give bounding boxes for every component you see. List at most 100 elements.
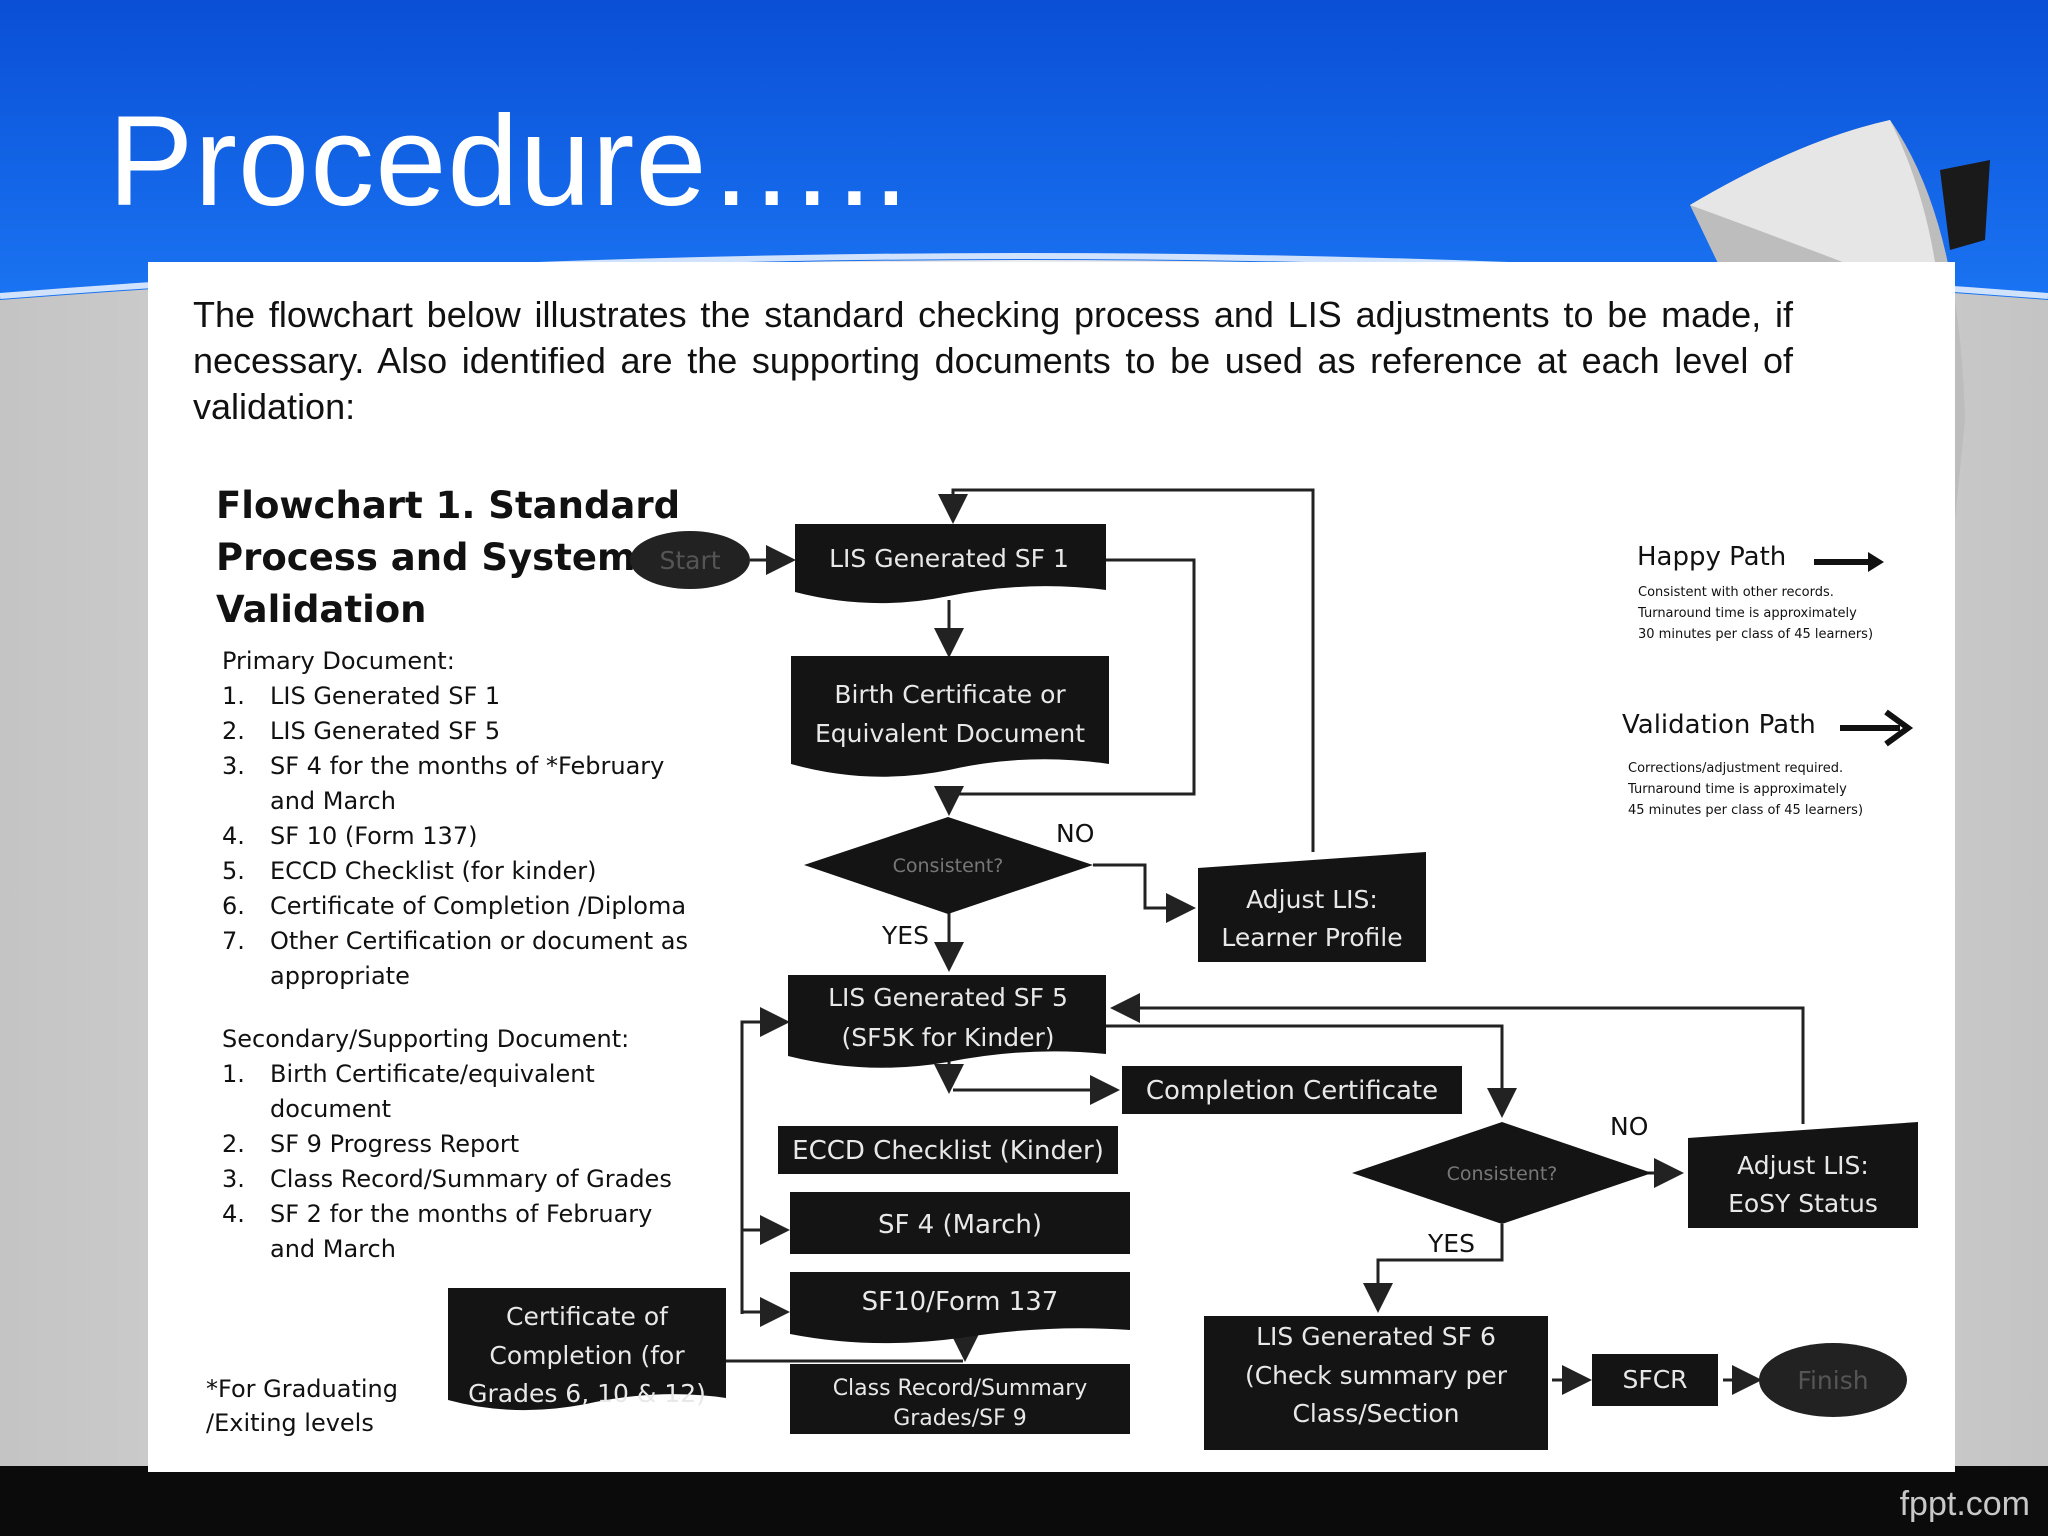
list-text: LIS Generated SF 1 (270, 682, 501, 710)
certificate-of-completion-label: Certificate of (506, 1302, 669, 1331)
legend-note-line: Turnaround time is approximately (1628, 782, 1847, 797)
finish-terminal (1759, 1343, 1907, 1417)
adjust-eosy-status-label: Adjust LIS: (1737, 1151, 1869, 1180)
slide-title: Procedure….. (108, 90, 910, 233)
certificate-of-completion-label: Completion (for (489, 1341, 685, 1370)
list-text: SF 10 (Form 137) (270, 822, 478, 850)
yes-label-2: YES (1427, 1229, 1475, 1258)
list-text: SF 4 for the months of *February and Mar… (270, 752, 665, 815)
list-number: 1. (222, 682, 245, 710)
list-text: SF 2 for the months of February and Marc… (270, 1200, 653, 1263)
birth-certificate-label: Equivalent Document (815, 719, 1085, 748)
list-item: 3. Class Record/Summary of Grades (222, 1162, 702, 1197)
sf5-node (788, 975, 1106, 1068)
list-item: 4. SF 2 for the months of February and Ma… (222, 1197, 690, 1267)
list-number: 4. (222, 822, 245, 850)
sf5-label: (SF5K for Kinder) (841, 1023, 1054, 1052)
sf10-form137-label: SF10/Form 137 (862, 1287, 1059, 1317)
list-item: 2. SF 9 Progress Report (222, 1127, 702, 1162)
flowchart-title: Flowchart 1. Standard Process and System… (216, 480, 680, 636)
legend-note-line: 30 minutes per class of 45 learners) (1638, 627, 1874, 642)
sf10-form137-node (790, 1272, 1130, 1344)
happy-path-label: Happy Path (1637, 542, 1787, 572)
footnote-line: /Exiting levels (206, 1409, 374, 1437)
list-item: 4. SF 10 (Form 137) (222, 819, 722, 854)
eccd-checklist-label: ECCD Checklist (Kinder) (792, 1136, 1104, 1166)
birth-certificate-node (791, 656, 1109, 777)
legend-note-line: Consistent with other records. (1638, 585, 1834, 600)
consistent-decision-1 (804, 817, 1093, 914)
flowchart-title-line: Validation (216, 588, 427, 631)
footer-brand: fppt.com (1899, 1485, 2030, 1523)
list-number: 7. (222, 927, 245, 955)
list-number: 5. (222, 857, 245, 885)
list-number: 4. (222, 1200, 245, 1228)
graduating-footnote: *For Graduating /Exiting levels (206, 1372, 398, 1440)
legend-note-line: Turnaround time is approximately (1638, 606, 1857, 621)
secondary-document-heading: Secondary/Supporting Document: (222, 1025, 630, 1053)
list-item: 2. LIS Generated SF 5 (222, 714, 722, 749)
sf5-label: LIS Generated SF 5 (828, 983, 1068, 1012)
validation-path-arrowhead-icon (1884, 709, 1914, 747)
sf1-to-consistent-arrow (934, 558, 1196, 816)
yes2-to-sf6-arrow (1363, 1224, 1504, 1313)
list-number: 3. (222, 1165, 245, 1193)
flowchart-title-line: Flowchart 1. Standard (216, 484, 681, 527)
list-item: 5. ECCD Checklist (for kinder) (222, 854, 722, 889)
primary-document-list: Primary Document: 1.LIS Generated SF 1 2… (222, 644, 722, 994)
list-item: 3. SF 4 for the months of *February and M… (222, 749, 680, 819)
sf1-node (795, 524, 1106, 604)
no-label-2: NO (1610, 1112, 1648, 1141)
sf6-node (1204, 1316, 1548, 1450)
list-text: Class Record/Summary of Grades (270, 1165, 672, 1193)
sf1-label: LIS Generated SF 1 (829, 544, 1069, 573)
sfcr-node (1592, 1354, 1718, 1406)
class-record-node (790, 1364, 1130, 1434)
consistent-decision-2-label: Consistent? (1447, 1163, 1558, 1185)
no-label-1: NO (1056, 819, 1094, 848)
finish-label: Finish (1797, 1366, 1868, 1395)
list-text: LIS Generated SF 5 (270, 717, 501, 745)
class-record-label: Class Record/Summary (833, 1376, 1088, 1401)
list-text: SF 9 Progress Report (270, 1130, 520, 1158)
validation-path-note: Corrections/adjustment required. Turnaro… (1628, 758, 1863, 821)
footnote-line: *For Graduating (206, 1375, 398, 1403)
list-number: 3. (222, 752, 245, 780)
intro-paragraph: The flowchart below illustrates the stan… (193, 294, 1793, 427)
birth-certificate-label: Birth Certificate or (834, 680, 1066, 709)
legend-note-line: 45 minutes per class of 45 learners) (1628, 803, 1864, 818)
sf6-label: (Check summary per (1245, 1361, 1508, 1390)
start-label: Start (659, 546, 720, 575)
class-record-label: Grades/SF 9 (893, 1406, 1027, 1431)
completion-certificate-label: Completion Certificate (1146, 1076, 1438, 1106)
adjust-eosy-status-label: EoSY Status (1728, 1189, 1878, 1218)
validation-path-label: Validation Path (1622, 710, 1816, 740)
legend-note-line: Corrections/adjustment required. (1628, 761, 1844, 776)
sf6-label: Class/Section (1292, 1399, 1459, 1428)
adjust-learner-profile-label: Learner Profile (1221, 923, 1402, 952)
adjust-eosy-loop-arrow (1110, 993, 1805, 1124)
list-item: 1.Birth Certificate/equivalent document (222, 1057, 650, 1127)
list-number: 2. (222, 717, 245, 745)
sf4-march-label: SF 4 (March) (878, 1210, 1042, 1240)
happy-path-note: Consistent with other records. Turnaroun… (1638, 582, 1873, 645)
adjust-eosy-status-node (1688, 1122, 1918, 1228)
sf5-to-consistent2-arrow (1106, 1024, 1517, 1118)
happy-path-arrowhead-icon (1868, 552, 1884, 572)
list-text: Other Certification or document as appro… (270, 927, 688, 990)
list-text: ECCD Checklist (for kinder) (270, 857, 597, 885)
adjust-learner-profile-label: Adjust LIS: (1246, 885, 1378, 914)
flowchart-title-line: Process and System (216, 536, 636, 579)
consistent-decision-2 (1352, 1122, 1652, 1224)
eccd-checklist-node (778, 1126, 1118, 1174)
start-terminal (630, 531, 750, 589)
certificate-of-completion-label: Grades 6, 10 & 12) (468, 1379, 706, 1408)
list-text: Birth Certificate/equivalent document (270, 1060, 595, 1123)
list-text: Certificate of Completion /Diploma (270, 892, 687, 920)
left-bracket-to-sf5 (740, 1007, 790, 1314)
sfcr-label: SFCR (1622, 1365, 1687, 1394)
list-item: 6.Certificate of Completion /Diploma (222, 889, 722, 924)
list-number: 2. (222, 1130, 245, 1158)
secondary-document-list: Secondary/Supporting Document: 1.Birth C… (222, 1022, 702, 1267)
adjust-profile-loop-arrow (938, 488, 1315, 852)
